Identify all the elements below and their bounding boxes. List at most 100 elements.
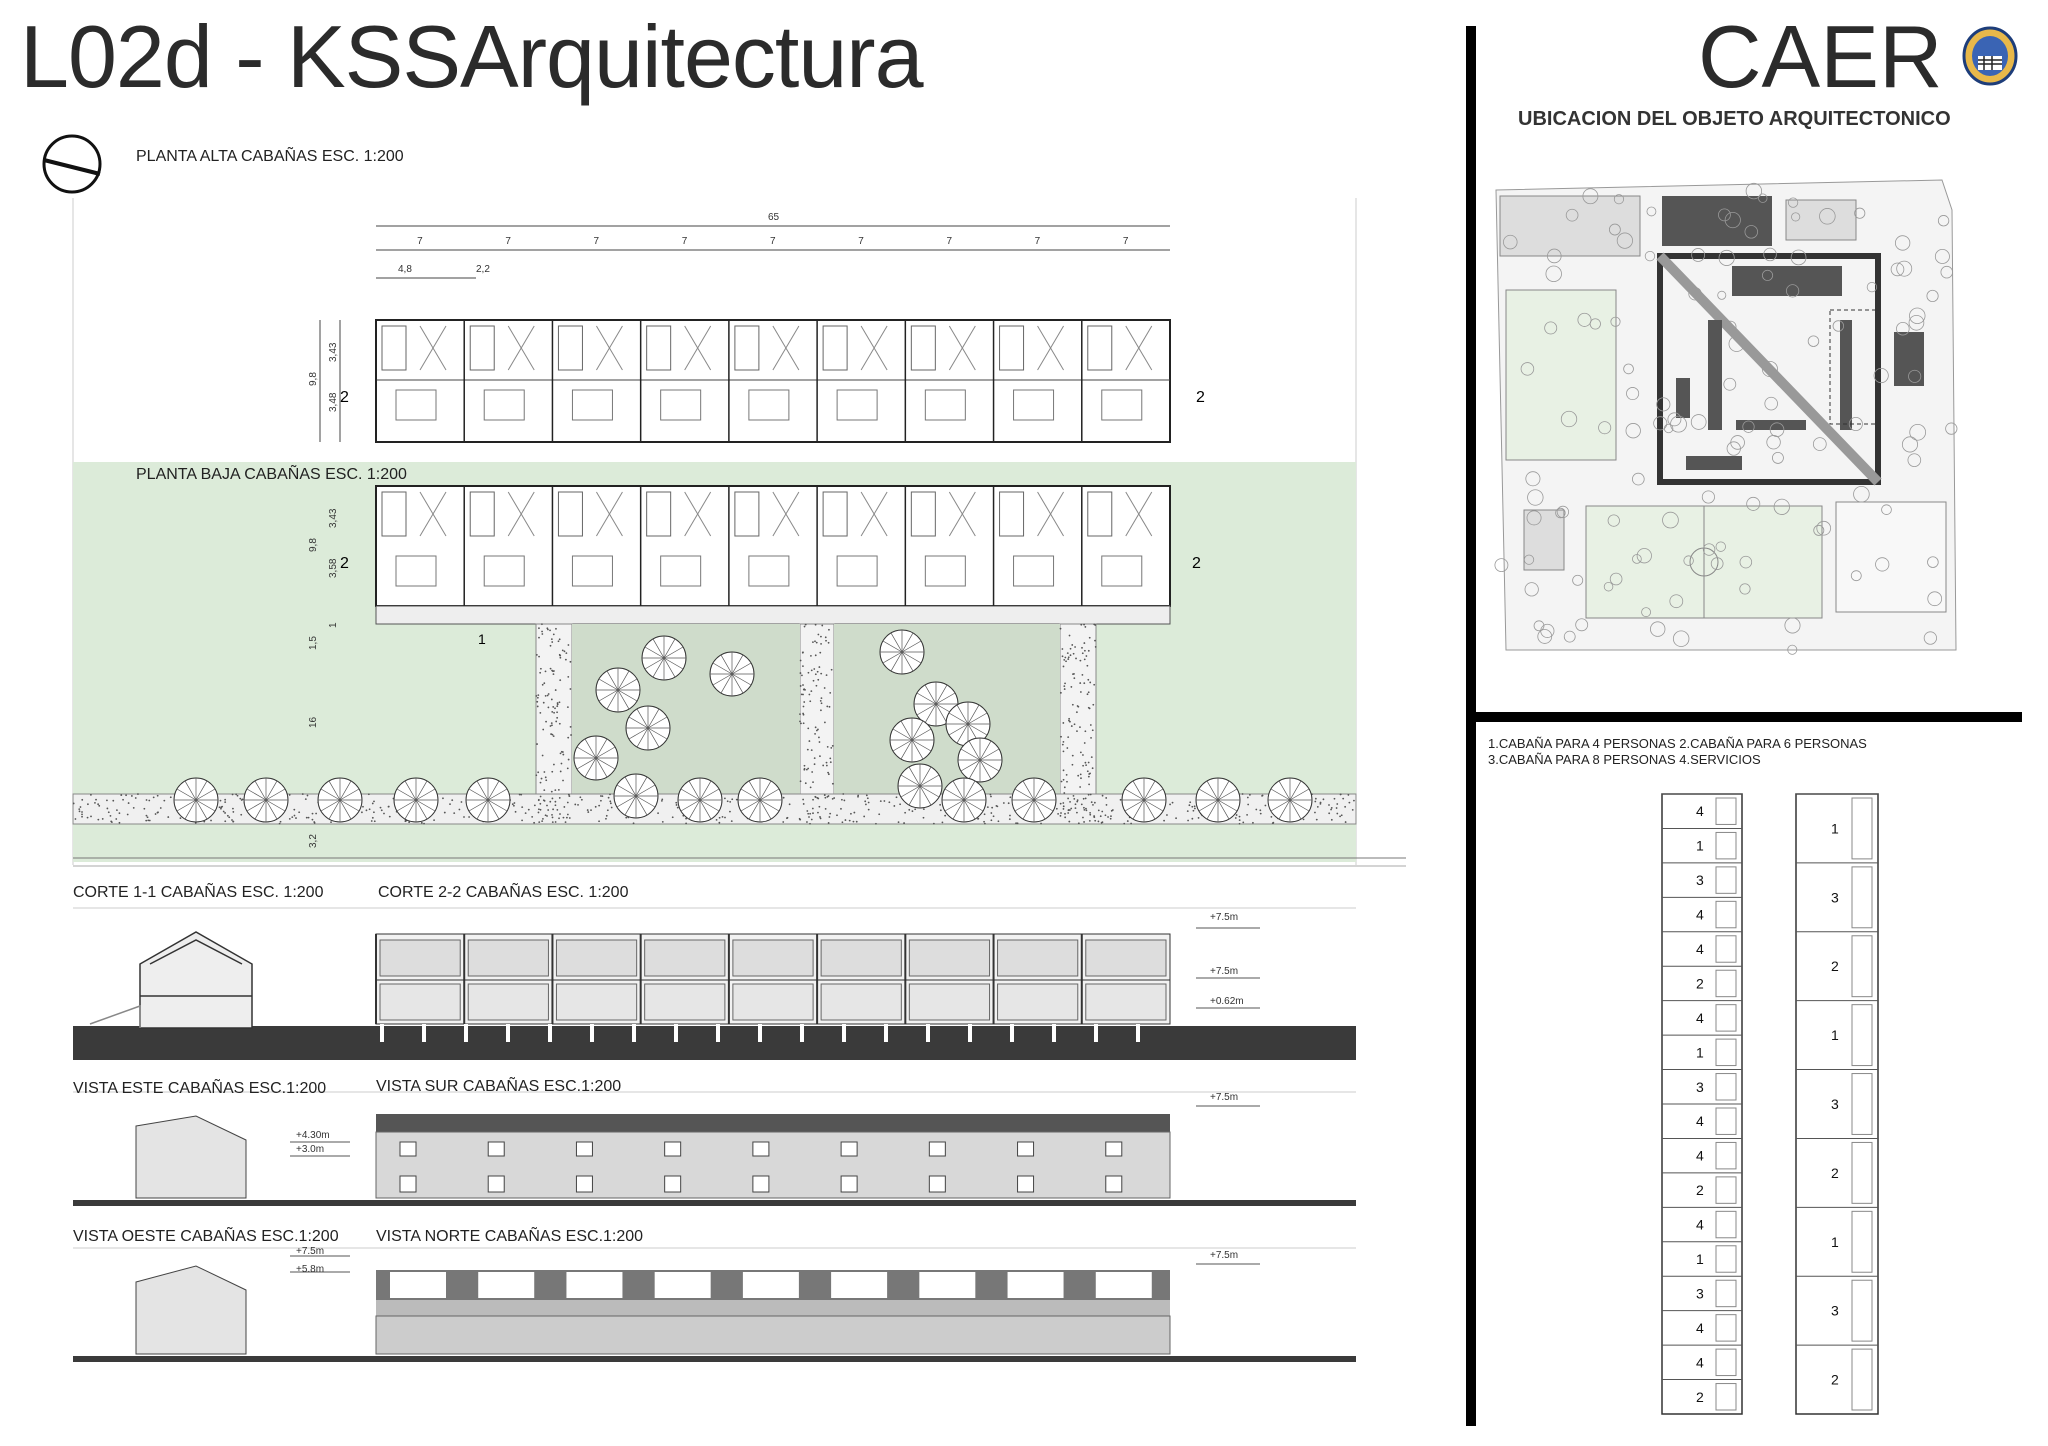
gravel-dot <box>547 628 549 631</box>
dim-upper-b: 3,48 <box>328 392 339 412</box>
gravel-dot <box>922 816 925 819</box>
site-tree <box>1785 284 1800 298</box>
level-norte-top: +7.5m <box>1210 1250 1238 1261</box>
dim-depth-upper: 9,8 <box>308 372 319 386</box>
gravel-dot <box>1087 678 1090 681</box>
gravel-dot <box>1175 817 1177 820</box>
gravel-dot <box>306 794 309 797</box>
gravel-dot <box>820 635 822 638</box>
gravel-dot <box>1065 774 1068 776</box>
unit-number: 2 <box>1696 1389 1704 1405</box>
horizontal-divider <box>1476 712 2022 722</box>
gravel-dot <box>601 795 604 797</box>
tree-icon <box>613 773 659 819</box>
gravel-dot <box>1319 801 1322 804</box>
gravel-dot <box>538 655 540 658</box>
gravel-dot <box>541 623 543 626</box>
gravel-dot <box>368 808 371 811</box>
gravel-dot <box>556 702 559 704</box>
gravel-dot <box>1064 656 1067 659</box>
gravel-dot <box>545 720 547 723</box>
site-tree <box>1881 504 1892 515</box>
site-tree <box>1927 556 1939 568</box>
gravel-dot <box>1069 654 1072 657</box>
window <box>1105 1175 1123 1193</box>
gravel-dot <box>220 806 223 809</box>
gravel-dot <box>676 806 679 809</box>
window <box>399 1175 417 1193</box>
vista-oeste-drawing <box>135 1265 247 1355</box>
gravel-dot <box>607 796 610 799</box>
gravel-dot <box>293 814 296 817</box>
gravel-dot <box>1105 797 1108 799</box>
gravel-dot <box>1322 798 1325 801</box>
gravel-dot <box>977 817 980 820</box>
gravel-dot <box>893 805 896 807</box>
unit-number: 2 <box>1696 975 1704 991</box>
site-tree <box>1853 485 1870 503</box>
tree-icon <box>465 777 511 823</box>
gravel-dot <box>819 699 822 702</box>
gravel-dot <box>1314 797 1317 800</box>
gravel-dot <box>840 807 842 810</box>
gravel-dot <box>718 821 721 824</box>
gravel-dot <box>1072 673 1074 676</box>
gravel-dot <box>561 649 564 652</box>
gravel-dot <box>1351 808 1354 811</box>
gravel-dot <box>1189 801 1192 804</box>
gravel-dot <box>551 641 554 643</box>
gravel-dot <box>1080 803 1083 806</box>
site-tree <box>1832 320 1845 332</box>
gravel-dot <box>433 819 435 822</box>
gravel-dot <box>553 711 555 714</box>
gravel-dot <box>1065 660 1067 663</box>
gravel-dot <box>420 821 423 824</box>
gravel-dot <box>1084 797 1087 800</box>
unit-number: 4 <box>1696 1217 1704 1233</box>
gravel-dot <box>825 764 828 767</box>
gravel-dot <box>1084 761 1087 764</box>
site-tree <box>1616 232 1633 249</box>
gravel-dot <box>852 820 855 823</box>
gravel-dot <box>802 665 804 668</box>
pile <box>884 1024 888 1042</box>
unit-room <box>1715 1176 1737 1204</box>
gravel-dot <box>806 821 808 823</box>
unit-room <box>1715 1210 1737 1239</box>
site-tree <box>1669 594 1684 609</box>
gravel-dot <box>203 820 206 823</box>
gravel-dot <box>567 793 570 796</box>
gravel-dot <box>997 820 1000 823</box>
gravel-dot <box>605 814 608 817</box>
gravel-dot <box>536 705 539 708</box>
gravel-dot <box>812 641 814 643</box>
gravel-dot <box>803 701 806 703</box>
unit-room <box>1851 1004 1873 1067</box>
site-tree <box>1523 554 1535 565</box>
gravel-dot <box>820 697 823 700</box>
site-tree <box>1667 412 1682 427</box>
gravel-dot <box>590 809 592 812</box>
gravel-dot <box>81 813 83 816</box>
dim-module: 7 <box>505 236 511 247</box>
unit-room <box>1851 866 1873 929</box>
void-cross <box>948 491 976 537</box>
gravel-dot <box>1076 705 1079 707</box>
corte-1-label: CORTE 1-1 CABAÑAS ESC. 1:200 <box>73 884 324 901</box>
stair <box>910 491 936 537</box>
gravel-dot <box>1063 786 1066 789</box>
gravel-dot <box>156 794 159 797</box>
opening <box>566 1272 623 1298</box>
gravel-dot <box>826 795 829 798</box>
gravel-dot <box>888 801 891 804</box>
site-tree <box>1547 248 1562 264</box>
gravel-dot <box>1123 822 1126 825</box>
gravel-dot <box>373 820 376 823</box>
pile <box>842 1024 846 1042</box>
gravel-dot <box>1169 803 1171 806</box>
gravel-dot <box>804 623 807 626</box>
tree-icon <box>889 717 935 763</box>
gravel-dot <box>1101 794 1104 797</box>
window <box>840 1141 858 1157</box>
gravel-dot <box>605 817 607 820</box>
